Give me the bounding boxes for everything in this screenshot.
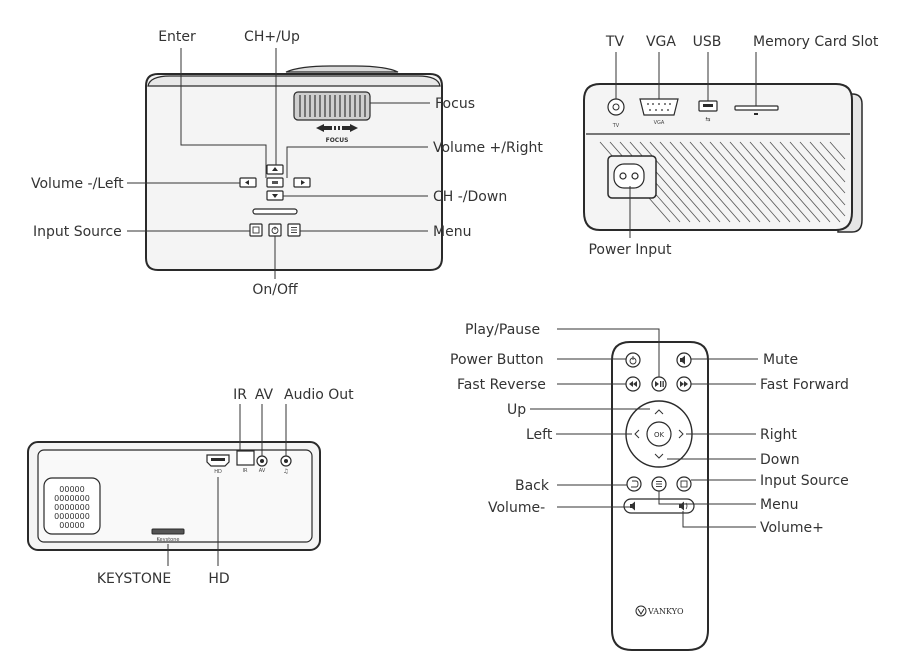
ok-label: OK [654,431,665,439]
source-button[interactable] [249,223,263,237]
focus-wheel[interactable] [293,91,371,121]
left-chevron-icon [634,429,640,439]
vent-row-2: 0000000 [54,494,90,503]
top-view-front-band [147,75,441,87]
ir-caption: IR [243,468,248,474]
label-ch-down: CH -/Down [433,189,507,205]
label-volume-left: Volume -/Left [31,176,124,192]
label-input-source-top: Input Source [33,224,122,240]
remote-brand: VANKYO [647,607,684,616]
vga-port[interactable] [639,98,679,116]
label-down: Down [760,452,800,468]
right-arrow-icon [301,180,305,185]
fast-reverse-icon [629,381,633,387]
label-volume-right: Volume +/Right [433,140,543,156]
label-right: Right [760,427,797,443]
left-arrow-icon [245,180,249,185]
side-view-panel [37,449,313,543]
top-view: FOCUS [145,65,443,271]
label-focus: Focus [435,96,475,112]
label-menu-top: Menu [433,224,471,240]
label-keystone: KEYSTONE [97,571,171,587]
headphone-icon: ♫ [283,468,288,475]
tv-port[interactable] [607,98,625,116]
label-up: Up [507,402,526,418]
vent-row-3: 0000000 [54,503,90,512]
ir-window [252,208,298,215]
remote-ok-button[interactable] [646,421,672,447]
label-volume-minus: Volume- [488,500,545,516]
label-ir: IR [233,387,247,403]
input-source-icon [680,480,688,488]
focus-caption: FOCUS [326,137,349,144]
right-chevron-icon [678,429,684,439]
vent-row-5: 00000 [59,521,84,530]
label-back: Back [515,478,550,494]
label-on-off: On/Off [252,282,298,298]
label-fast-reverse: Fast Reverse [457,377,546,393]
play-pause-icon [655,381,659,387]
label-menu-remote: Menu [760,497,798,513]
up-chevron-icon [654,409,664,415]
ir-receiver [236,450,255,466]
side-view: 00000 0000000 0000000 0000000 00000 HD I… [27,441,321,551]
down-chevron-icon [654,453,664,459]
back-view: TV VGA ⇆ [583,83,863,233]
hd-port-caption: HD [214,469,222,475]
label-vga: VGA [646,34,676,50]
mute-icon [680,355,685,365]
label-hd: HD [208,571,229,587]
label-ch-up: CH+/Up [244,29,300,45]
fast-forward-icon [680,381,684,387]
remote-back-button[interactable] [626,476,642,492]
remote-input-source-button[interactable] [676,476,692,492]
enter-icon [272,181,278,184]
lens-hood [285,65,399,73]
label-memory-card-slot: Memory Card Slot [753,34,879,50]
label-tv: TV [605,34,625,50]
remote-menu-icon [656,481,662,487]
focus-arrows-icon [316,124,358,132]
label-enter: Enter [158,29,196,45]
source-icon [252,226,260,234]
volume-down-icon [630,501,635,511]
label-power-button: Power Button [450,352,544,368]
vga-port-caption: VGA [654,120,665,126]
keystone-caption: Keystone [157,537,180,543]
speaker-grille [43,477,101,535]
vent-row-1: 00000 [59,485,84,494]
down-arrow-icon [272,194,278,198]
usb-icon: ⇆ [705,116,710,123]
label-audio-out: Audio Out [284,387,354,403]
label-left: Left [526,427,553,443]
label-input-source-remote: Input Source [760,473,849,489]
label-mute: Mute [763,352,798,368]
label-volume-plus: Volume+ [760,520,824,536]
vent-row-4: 0000000 [54,512,90,521]
label-usb: USB [693,34,722,50]
tv-port-caption: TV [612,123,620,129]
top-view-body [145,73,443,271]
memory-card-slot[interactable] [734,105,779,111]
menu-icon [291,227,297,233]
label-play-pause: Play/Pause [465,322,540,338]
vankyo-logo-icon [635,605,647,617]
remote-control: OK VANKYO [611,341,709,651]
label-av: AV [255,387,274,403]
keystone-wheel[interactable] [151,528,185,535]
up-arrow-icon [272,167,278,171]
av-caption: AV [259,468,266,474]
label-power-input: Power Input [588,242,672,258]
back-icon [631,480,639,488]
label-fast-forward: Fast Forward [760,377,849,393]
focus-wheel-ridges [299,95,366,117]
